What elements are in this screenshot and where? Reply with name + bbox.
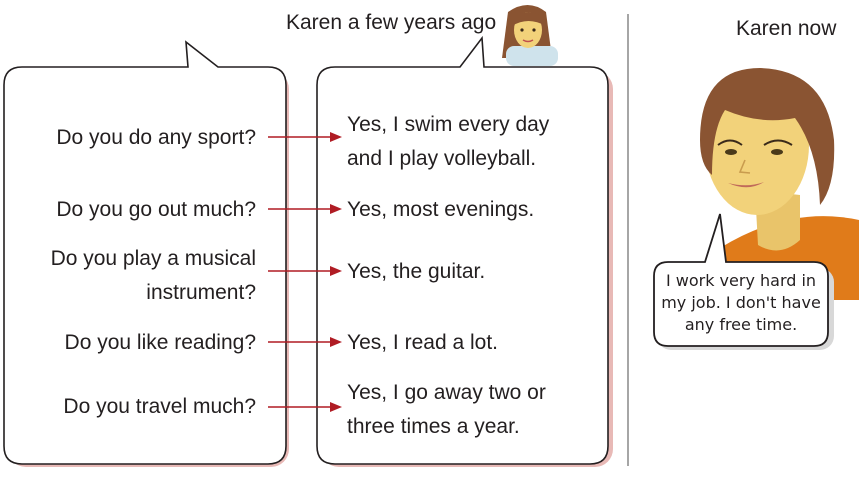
answer-reading: Yes, I read a lot. [347,331,498,354]
answer-travel-line2: three times a year. [347,415,520,438]
answer-go-out: Yes, most evenings. [347,198,535,221]
speech-now-line1: I work very hard in [665,271,817,290]
answer-sport-line1: Yes, I swim every day [347,113,550,136]
caption-now: Karen now [736,17,837,40]
arrow-go-out [268,204,342,214]
young-karen-image [502,5,558,66]
question-instrument-line2: instrument? [146,281,256,304]
arrow-reading [268,337,342,347]
speech-now-line2: my job. I don't have [661,293,821,312]
caption-past: Karen a few years ago [286,11,497,34]
answer-bubble [316,35,609,465]
arrow-instrument [268,266,342,276]
question-reading: Do you like reading? [64,331,256,354]
speech-bubble-now [653,213,834,350]
answer-sport-line2: and I play volleyball. [347,147,537,170]
question-bubble [3,40,287,465]
question-travel: Do you travel much? [63,395,256,418]
arrow-travel [268,402,342,412]
answer-instrument: Yes, the guitar. [347,260,486,283]
question-go-out: Do you go out much? [56,198,256,221]
question-instrument-line1: Do you play a musical [50,247,256,270]
question-sport: Do you do any sport? [56,126,256,149]
speech-now-line3: any free time. [684,315,798,334]
arrow-sport [268,132,342,142]
answer-travel-line1: Yes, I go away two or [347,381,546,404]
